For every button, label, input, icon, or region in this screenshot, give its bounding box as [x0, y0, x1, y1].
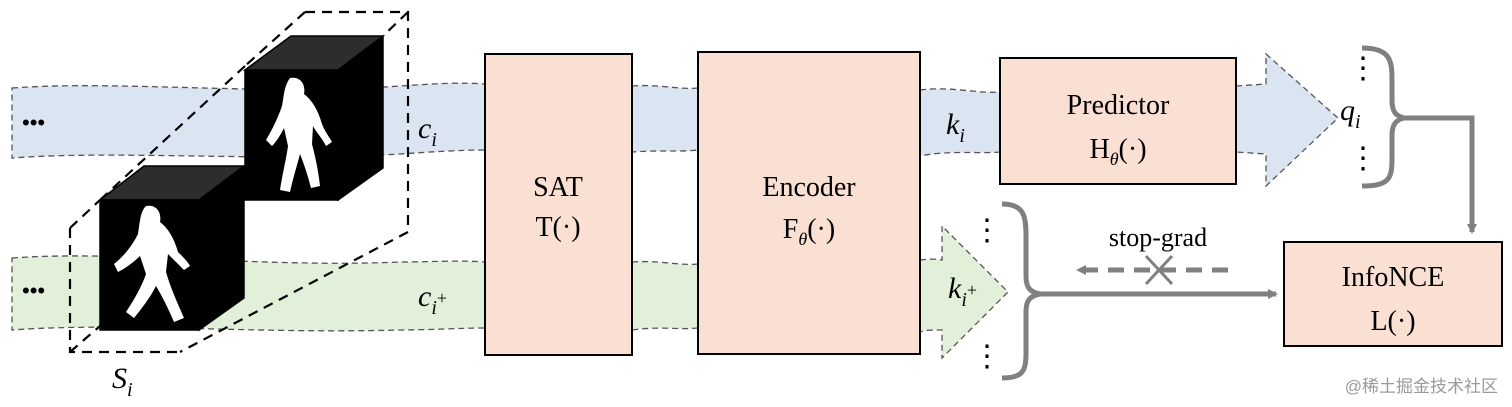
green-stream-band [11, 255, 486, 332]
blue-stream-segment-2 [631, 84, 699, 153]
watermark: @稀土掘金技术社区 [1345, 377, 1498, 396]
top-ellipsis: ••• [22, 110, 45, 135]
encoder-box: Encoder Fθ(·) [697, 51, 921, 355]
infonce-box: InfoNCE L(·) [1283, 241, 1503, 347]
stop-grad-cross-icon [1144, 254, 1174, 286]
predictor-title: Predictor [1067, 90, 1170, 121]
label-k-i: ki [946, 108, 965, 147]
predictor-box: Predictor Hθ(·) [999, 57, 1237, 185]
label-s-i: Si [112, 362, 133, 401]
silhouette-cube-front [97, 164, 247, 332]
green-stream-segment-2 [631, 260, 699, 331]
infonce-function: L(·) [1370, 306, 1415, 337]
stop-grad-label: stop-grad [1109, 223, 1207, 252]
label-c-i-plus: ci+ [418, 280, 447, 319]
silhouette-figure-back [266, 77, 332, 192]
arrow-q-to-infonce [1404, 115, 1477, 234]
sat-box: SAT T(·) [484, 53, 633, 356]
vdots-q-bottom: ⋮ [1348, 142, 1378, 175]
silhouette-cube-back [242, 34, 386, 202]
encoder-title: Encoder [762, 172, 856, 203]
vdots-k-bottom: ⋮ [972, 340, 1002, 373]
sat-function: T(·) [535, 212, 580, 243]
predictor-function: Hθ(·) [1089, 134, 1146, 169]
vdots-q-top: ⋮ [1348, 52, 1378, 85]
label-c-i: ci [418, 112, 437, 151]
sat-title: SAT [533, 172, 583, 203]
sequence-bounding-volume [68, 10, 410, 354]
label-k-i-plus: ki+ [948, 272, 977, 311]
encoder-function: Fθ(·) [783, 214, 835, 249]
infonce-title: InfoNCE [1342, 262, 1445, 293]
vdots-k-top: ⋮ [972, 214, 1002, 247]
brace-k [1001, 201, 1041, 381]
green-stream-arrowhead [919, 224, 1009, 360]
bottom-ellipsis: ••• [22, 278, 45, 303]
silhouette-figure-front [114, 205, 190, 322]
blue-stream-arrowhead [1235, 52, 1339, 188]
label-q-i: qi [1340, 94, 1361, 133]
